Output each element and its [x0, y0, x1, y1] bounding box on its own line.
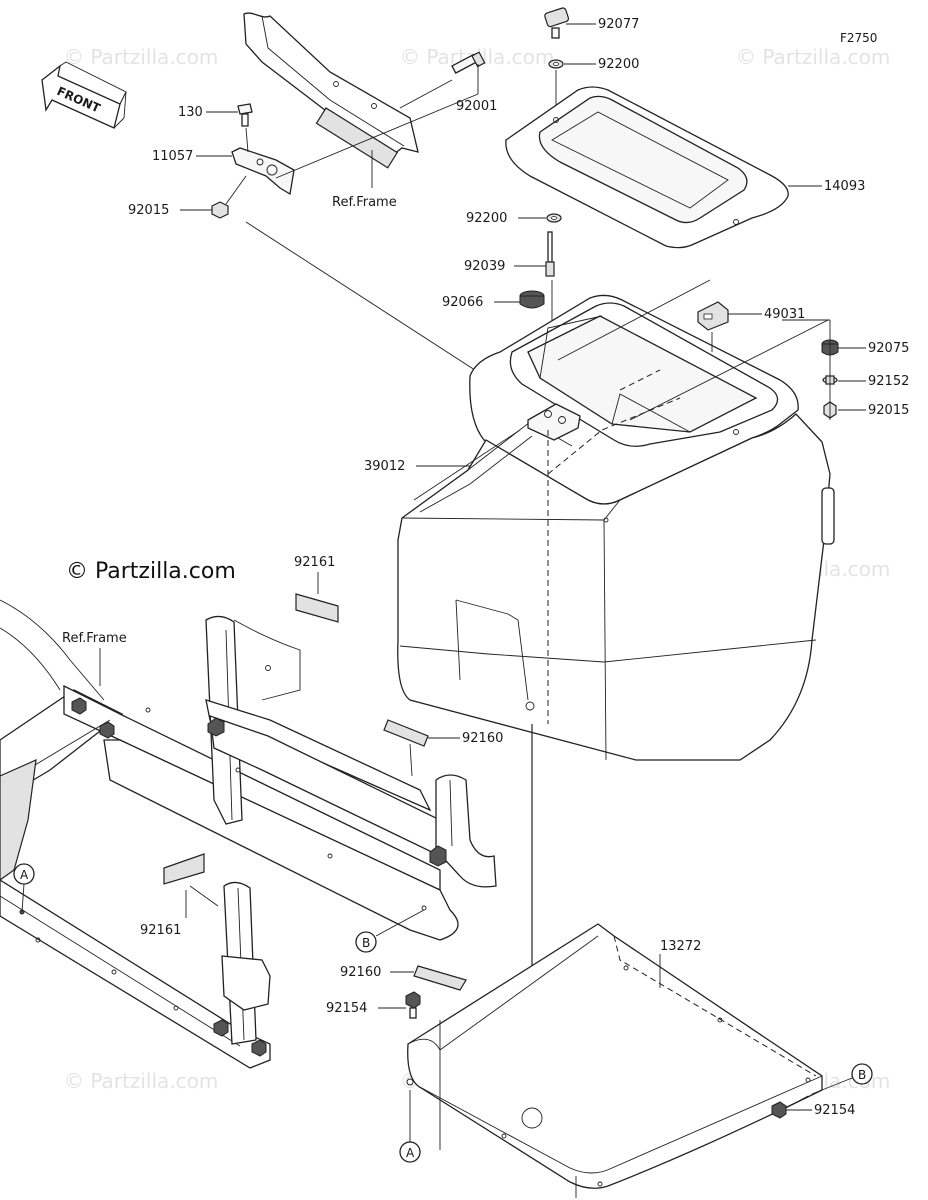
watermark: © Partzilla.com: [736, 45, 890, 69]
callout-b-right: B: [811, 1063, 873, 1095]
part-13272-label: 13272: [660, 939, 701, 954]
part-92200-top-label: 92200: [598, 57, 639, 72]
part-49031-label: 49031: [764, 307, 805, 322]
part-39012-label: 39012: [364, 459, 405, 474]
figure-code: F2750: [840, 31, 877, 45]
washer-92200-mid-icon: [546, 213, 562, 223]
part-14093-label: 14093: [824, 179, 865, 194]
bolt-92154-right-icon: [771, 1095, 809, 1119]
pad-92160-low-icon: [413, 965, 467, 991]
svg-text:A: A: [406, 1146, 415, 1160]
part-92001-label: 92001: [456, 99, 497, 114]
nut-92015-left-icon: [211, 175, 247, 219]
bolt-92154-left-icon: [405, 991, 421, 1019]
copyright-text: © Partzilla.com: [66, 559, 236, 584]
front-arrow-icon: FRONT: [41, 61, 127, 129]
part-92077-label: 92077: [598, 17, 639, 32]
part-92154-left-label: 92154: [326, 1001, 367, 1016]
pad-92160-mid-icon: [383, 719, 429, 777]
frame-rail-top: [243, 12, 419, 188]
part-92160-mid-label: 92160: [462, 731, 503, 746]
cap-92066-icon: [519, 290, 545, 309]
callout-b-mid: B: [355, 909, 425, 953]
lid-14093-icon: [505, 86, 789, 249]
key-92077-icon: [544, 7, 570, 39]
pad-92161-bottom-icon: [163, 853, 219, 907]
part-92039-label: 92039: [464, 259, 505, 274]
washer-92200-top-icon: [548, 59, 564, 69]
svg-text:A: A: [20, 868, 29, 882]
part-92161-top-label: 92161: [294, 555, 335, 570]
bracket-11057-icon: [231, 127, 295, 196]
storage-box-39012-icon: [397, 279, 835, 761]
part-11057-label: 11057: [152, 149, 193, 164]
part-92161-bottom-label: 92161: [140, 923, 181, 938]
part-92015-right-label: 92015: [868, 403, 909, 418]
skid-plate-13272-icon: [406, 923, 823, 1198]
callout-a-bottom: A: [399, 1090, 421, 1163]
pin-92039-icon: [545, 231, 555, 277]
part-130-label: 130: [178, 105, 203, 120]
part-92200-mid-label: 92200: [466, 211, 507, 226]
frame-lower: [0, 599, 497, 1069]
part-92154-right-label: 92154: [814, 1103, 855, 1118]
watermark: © Partzilla.com: [64, 1069, 218, 1093]
part-92160-low-label: 92160: [340, 965, 381, 980]
ref-frame-top-label: Ref.Frame: [332, 195, 397, 210]
bolt-130-icon: [237, 103, 253, 127]
latch-49031-icon: [697, 301, 729, 331]
part-92066-label: 92066: [442, 295, 483, 310]
pad-92161-top-icon: [295, 572, 339, 623]
svg-text:B: B: [362, 936, 370, 950]
part-92152-label: 92152: [868, 374, 909, 389]
svg-text:B: B: [858, 1068, 866, 1082]
ref-frame-left-label: Ref.Frame: [62, 631, 127, 646]
watermark: © Partzilla.com: [64, 45, 218, 69]
part-92075-label: 92075: [868, 341, 909, 356]
callout-a-top: A: [13, 863, 35, 913]
part-92015-left-label: 92015: [128, 203, 169, 218]
bolt-92001-icon: [399, 51, 486, 109]
